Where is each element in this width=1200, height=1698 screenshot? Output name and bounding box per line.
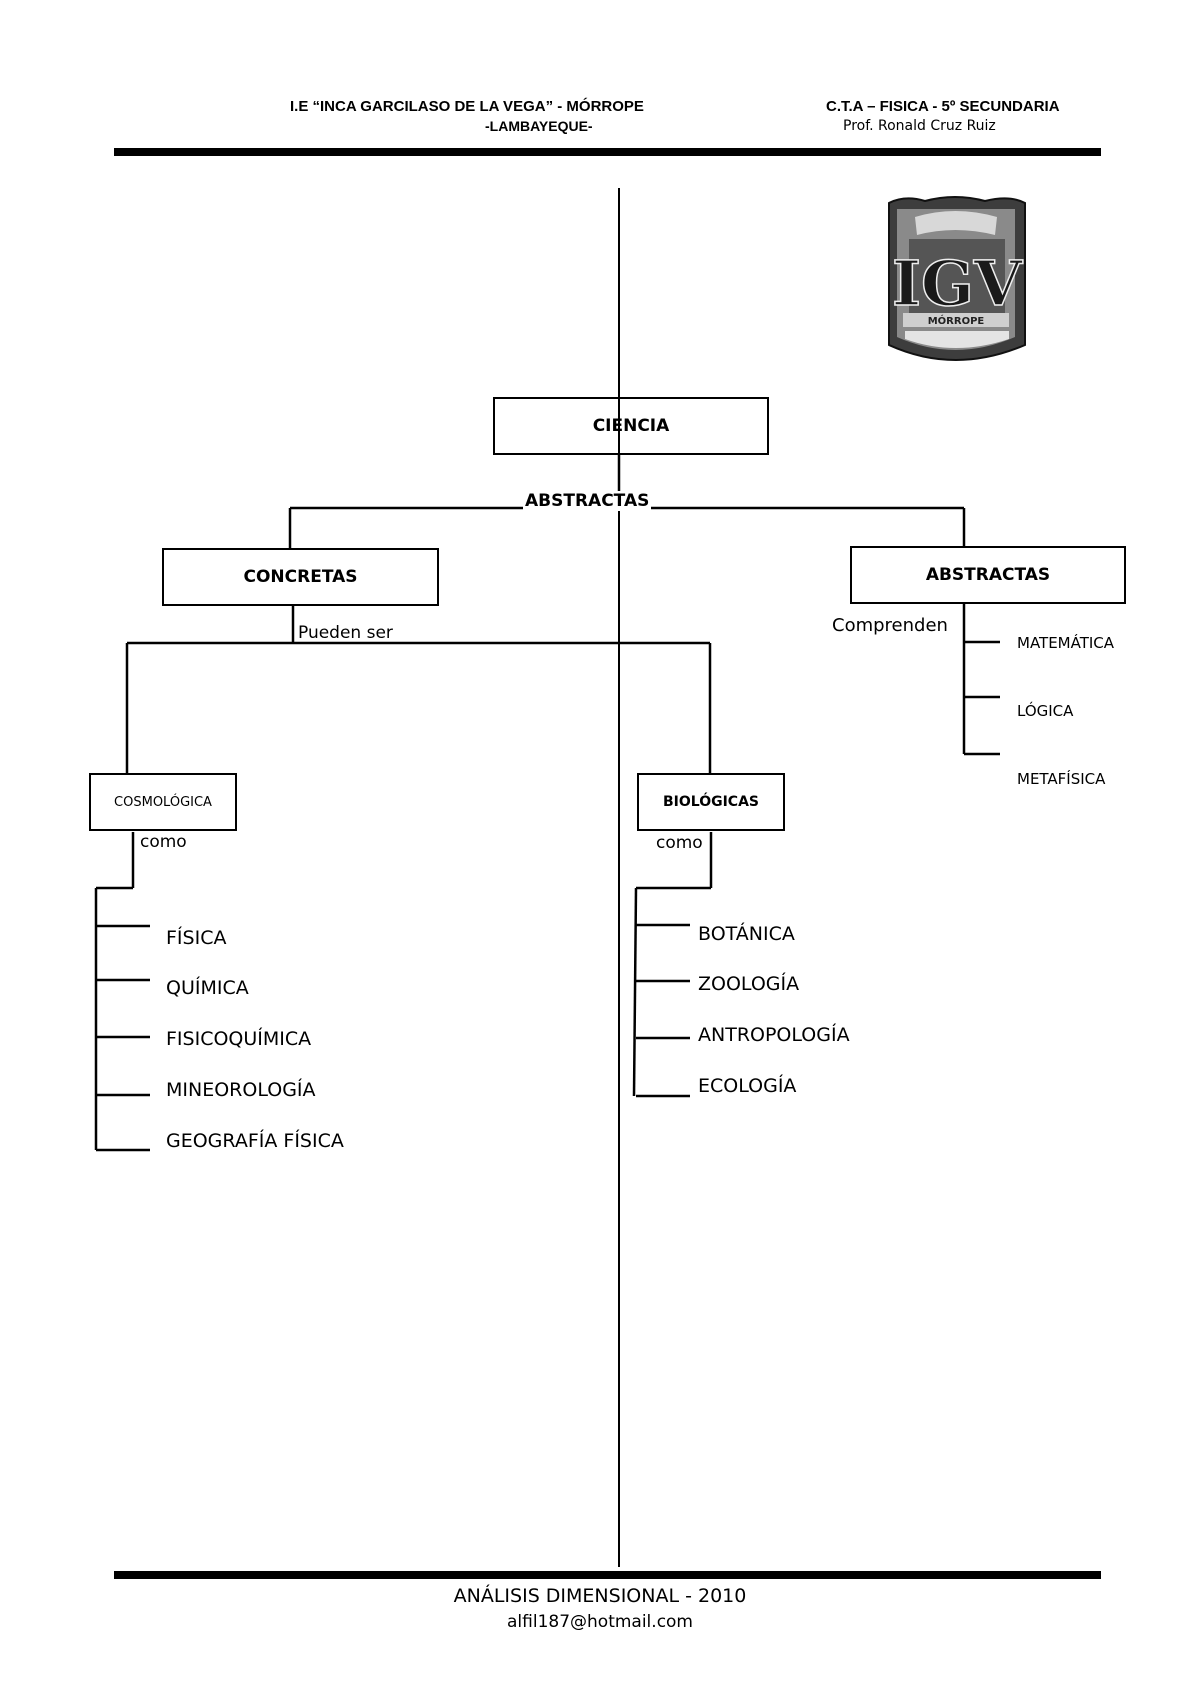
school-crest-logo: IGV MÓRROPE: [885, 195, 1028, 367]
school-location: -LAMBAYEQUE-: [485, 118, 593, 134]
list-item-ecologia: ECOLOGÍA: [698, 1075, 797, 1097]
footer-rule: [114, 1571, 1101, 1579]
list-item-geografia-fisica: GEOGRAFÍA FÍSICA: [166, 1130, 344, 1152]
logo-monogram: IGV: [892, 247, 1023, 320]
list-item-logica: LÓGICA: [1017, 702, 1074, 720]
abstractas-connector-label: Comprenden: [832, 615, 948, 636]
logo-caption: MÓRROPE: [928, 314, 985, 327]
list-item-antropologia: ANTROPOLOGÍA: [698, 1024, 850, 1046]
header-rule: [114, 148, 1101, 156]
footer-title: ANÁLISIS DIMENSIONAL - 2010: [453, 1585, 747, 1607]
list-item-matematica: MATEMÁTICA: [1017, 634, 1115, 652]
biologicas-connector-label: como: [656, 833, 703, 853]
teacher-name: Prof. Ronald Cruz Ruiz: [843, 118, 996, 134]
node-ciencia: CIENCIA: [493, 397, 769, 455]
list-item-fisica: FÍSICA: [166, 927, 227, 949]
node-concretas: CONCRETAS: [162, 548, 439, 606]
list-item-quimica: QUÍMICA: [166, 977, 249, 999]
node-cosmologica: COSMOLÓGICA: [89, 773, 237, 831]
node-abstractas: ABSTRACTAS: [850, 546, 1126, 604]
node-biologicas: BIOLÓGICAS: [637, 773, 785, 831]
root-connector-label: ABSTRACTAS: [523, 491, 652, 511]
concretas-connector-label: Pueden ser: [298, 623, 393, 643]
cosmologica-connector-label: como: [140, 832, 187, 852]
list-item-botanica: BOTÁNICA: [698, 923, 795, 945]
school-name: I.E “INCA GARCILASO DE LA VEGA” - MÓRROP…: [290, 98, 644, 115]
list-item-fisicoquimica: FISICOQUÍMICA: [166, 1028, 312, 1050]
list-item-zoologia: ZOOLOGÍA: [698, 973, 800, 995]
list-item-mineorologia: MINEOROLOGÍA: [166, 1079, 316, 1101]
footer-email: alfil187@hotmail.com: [507, 1612, 693, 1632]
course-title: C.T.A – FISICA - 5º SECUNDARIA: [826, 98, 1060, 115]
list-item-metafisica: METAFÍSICA: [1017, 770, 1106, 788]
